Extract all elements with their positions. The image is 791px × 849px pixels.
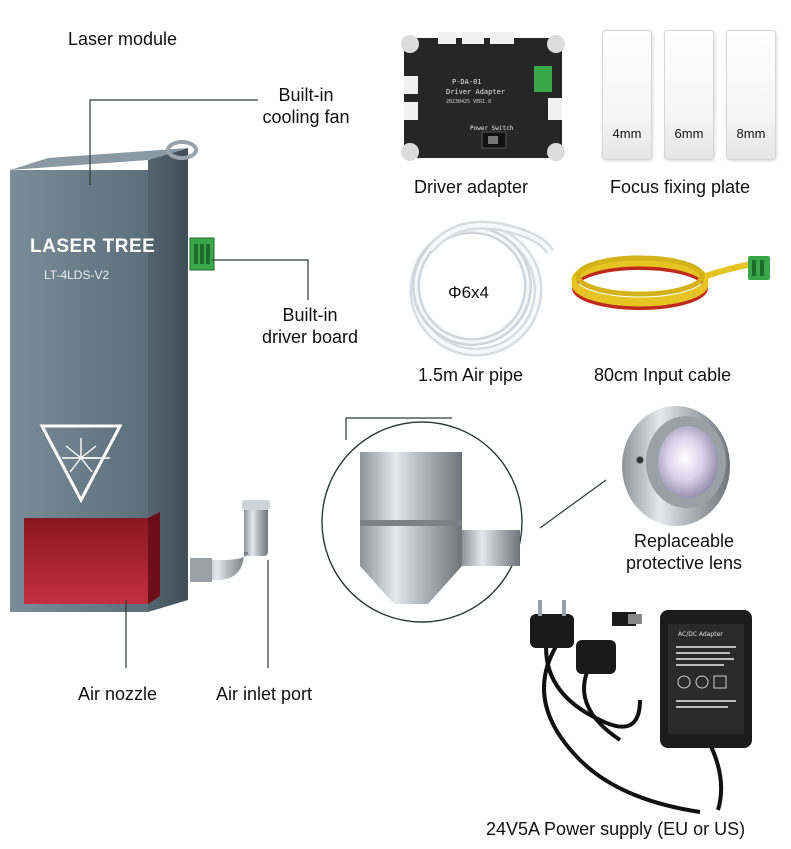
adapter-board-switch-label: Power Switch [470, 125, 514, 132]
adapter-board-code: 20230425 VER1.0 [446, 99, 491, 105]
focus-plate-label: 6mm [674, 126, 704, 141]
driver-adapter-board: P-DA-01 Driver Adapter 20230425 VER1.0 P… [401, 32, 565, 161]
label-laser-module: Laser module [68, 29, 178, 49]
focus-plate-6mm: 6mm [664, 30, 714, 160]
label-driver-adapter: Driver adapter [414, 177, 529, 197]
air-inlet-fitting [190, 500, 270, 582]
pipe-size-label: Φ6x4 [448, 283, 489, 302]
adapter-board-subtitle: Driver Adapter [446, 88, 505, 96]
module-brand: LASER TREE [30, 236, 156, 257]
focus-plate-4mm: 4mm [602, 30, 652, 160]
focus-plate-label: 8mm [736, 126, 766, 141]
leader-lines [89, 99, 607, 668]
air-pipe-coil [409, 220, 555, 357]
laser-module [10, 140, 215, 612]
input-cable [571, 255, 770, 310]
module-model: LT-4LDS-V2 [44, 268, 110, 282]
label-air-pipe: 1.5m Air pipe [418, 365, 524, 385]
psu-label: AC/DC Adapter [678, 631, 723, 638]
label-cooling-fan: Built-in cooling fan [262, 85, 350, 127]
label-focus-fixing-plate: Focus fixing plate [610, 177, 751, 197]
label-air-nozzle: Air nozzle [78, 684, 158, 704]
label-driver-board: Built-in driver board [261, 305, 359, 347]
power-supply: AC/DC Adapter [530, 600, 752, 814]
label-power-supply: 24V5A Power supply (EU or US) [486, 819, 746, 839]
label-protective-lens: Replaceable protective lens [625, 531, 743, 573]
focus-plate-label: 4mm [612, 126, 642, 141]
focus-plate-8mm: 8mm [726, 30, 776, 160]
label-air-inlet-port: Air inlet port [216, 684, 313, 704]
nozzle-zoom [321, 421, 523, 623]
label-input-cable: 80cm Input cable [594, 365, 732, 385]
adapter-board-title: P-DA-01 [452, 78, 482, 86]
protective-lens [622, 406, 730, 526]
